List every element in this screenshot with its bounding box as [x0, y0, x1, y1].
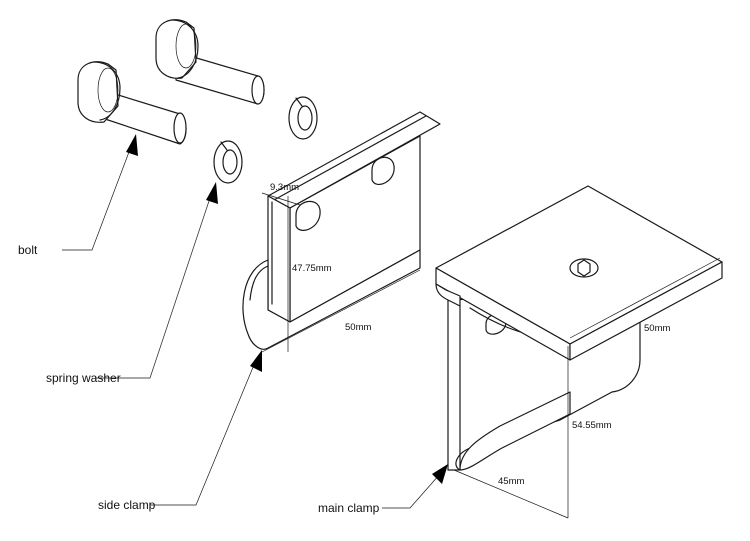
bolt-label: bolt [18, 243, 38, 257]
bolt-rear [155, 19, 265, 105]
spring-washer-label: spring washer [46, 371, 121, 385]
main-clamp-height-dimension: 54.55mm [572, 420, 612, 431]
side-clamp-height-dimension: 47.75mm [292, 263, 332, 274]
side-clamp-length-dimension: 50mm [345, 322, 371, 333]
main-clamp [435, 185, 723, 471]
leader-lines [62, 134, 448, 509]
side-clamp-width-dimension: 9.3mm [270, 182, 299, 193]
side-clamp-label: side clamp [98, 498, 156, 512]
bolt-front [77, 61, 187, 145]
main-clamp-label: main clamp [318, 501, 380, 515]
dimension-lines [261, 192, 721, 519]
main-clamp-width-dimension: 45mm [498, 476, 524, 487]
spring-washer-rear [288, 96, 318, 140]
spring-washer-front [213, 140, 243, 184]
side-clamp [242, 111, 441, 350]
main-clamp-length-dimension: 50mm [644, 323, 670, 334]
